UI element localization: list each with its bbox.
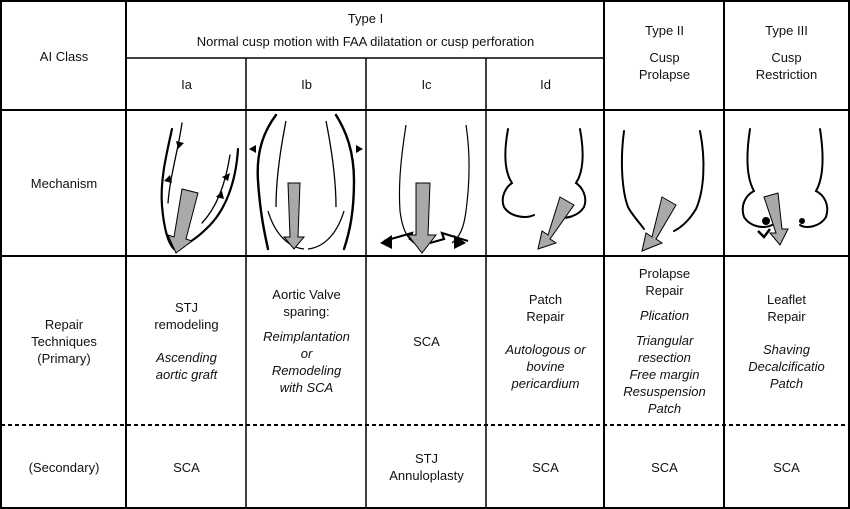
mechanism-t2-diagram (620, 130, 705, 252)
mechanism-t3-diagram (741, 128, 829, 246)
type3-header: Type III Cusp Restriction (725, 2, 848, 110)
mechanism-label: Mechanism (30, 176, 98, 191)
primary-ia-title-1: STJ (174, 300, 199, 315)
primary-t2-detail-1: Triangular (635, 333, 694, 348)
secondary-ia-cell: SCA (127, 426, 246, 508)
primary-ia-detail-1: Ascending (156, 350, 217, 365)
primary-t2-detail-2: resection (638, 350, 691, 365)
primary-ia-cell: STJ remodeling Ascending aortic graft (127, 257, 246, 425)
primary-ia-detail-2: aortic graft (155, 367, 218, 382)
primary-t2-detail-4: Resuspension (623, 384, 706, 399)
primary-ib-detail-1: Reimplantation (263, 329, 350, 344)
primary-t3-cell: Leaflet Repair Shaving Decalcificatio Pa… (725, 257, 848, 425)
secondary-ic-text-2: Annuloplasty (389, 468, 464, 483)
type2-cusp: Cusp (649, 50, 680, 65)
repair-label-3: (Primary) (37, 350, 91, 366)
primary-id-detail-3: pericardium (511, 375, 580, 391)
primary-ib-detail-2: or (300, 346, 313, 361)
subclass-ib-label: Ib (301, 77, 312, 92)
type2-header: Type II Cusp Prolapse (605, 2, 724, 110)
primary-id-detail-1: Autologous or (505, 341, 586, 357)
primary-ib-title-1: Aortic Valve (272, 287, 341, 302)
primary-t3-title-1: Leaflet (766, 291, 807, 307)
primary-ib-cell: Aortic Valve sparing: Reimplantation or … (247, 257, 366, 425)
mechanism-id-diagram (501, 128, 587, 250)
ai-class-label: AI Class (39, 48, 89, 64)
primary-ib-detail-3: Remodeling (271, 363, 342, 378)
secondary-t2-cell: SCA (605, 426, 724, 508)
type2-label: Type II (644, 23, 685, 38)
repair-label-2: Techniques (31, 333, 97, 349)
repair-label-1: Repair (44, 316, 84, 332)
mechanism-ic-diagram (380, 124, 470, 254)
primary-t3-detail-1: Shaving (763, 341, 810, 357)
secondary-t3-text: SCA (773, 459, 800, 475)
primary-id-title-1: Patch (528, 291, 563, 307)
primary-id-detail-2: bovine (526, 358, 565, 374)
secondary-ib-cell (247, 426, 366, 508)
secondary-row-label: (Secondary) (2, 426, 126, 508)
secondary-t2-text: SCA (651, 459, 678, 475)
secondary-ic-text-1: STJ (414, 451, 439, 466)
primary-t3-detail-3: Patch (769, 375, 804, 391)
primary-ic-title: SCA (413, 333, 440, 349)
primary-t2-plication: Plication (639, 308, 690, 323)
primary-ic-cell: SCA (367, 257, 486, 425)
primary-t2-title-1: Prolapse (638, 266, 691, 281)
primary-ib-title-2: sparing: (283, 304, 330, 319)
primary-ia-title-2: remodeling (154, 317, 219, 332)
subclass-id-header: Id (487, 59, 604, 110)
type1-header: Type I Normal cusp motion with FAA dilat… (127, 2, 604, 58)
subclass-id-label: Id (540, 77, 551, 92)
mechanism-ia-diagram (160, 122, 240, 254)
secondary-t3-cell: SCA (725, 426, 848, 508)
mechanism-row-label: Mechanism (2, 111, 126, 256)
secondary-ic-cell: STJ Annuloplasty (367, 426, 486, 508)
secondary-id-text: SCA (532, 459, 559, 475)
primary-t2-title-2: Repair (645, 283, 684, 298)
type3-restriction: Restriction (755, 67, 818, 82)
ai-class-header: AI Class (2, 2, 126, 110)
type1-label: Type I (347, 11, 384, 26)
primary-t3-detail-2: Decalcificatio (748, 358, 825, 374)
type2-prolapse: Prolapse (638, 67, 691, 82)
type3-label: Type III (765, 23, 808, 38)
subclass-ia-header: Ia (127, 59, 246, 110)
subclass-ic-label: Ic (421, 77, 432, 92)
primary-t2-detail-3: Free margin (629, 367, 700, 382)
primary-ib-detail-4: with SCA (279, 380, 334, 395)
secondary-id-cell: SCA (487, 426, 604, 508)
primary-t2-cell: Prolapse Repair Plication Triangular res… (605, 257, 724, 425)
type1-description: Normal cusp motion with FAA dilatation o… (196, 34, 535, 49)
primary-id-cell: Patch Repair Autologous or bovine perica… (487, 257, 604, 425)
subclass-ib-header: Ib (247, 59, 366, 110)
primary-t2-detail-5: Patch (647, 401, 682, 416)
primary-id-title-2: Repair (526, 308, 565, 324)
repair-row-label: Repair Techniques (Primary) (2, 257, 126, 425)
subclass-ic-header: Ic (367, 59, 486, 110)
subclass-ia-label: Ia (181, 77, 192, 92)
type3-cusp: Cusp (771, 50, 802, 65)
secondary-label: (Secondary) (28, 459, 100, 475)
secondary-ia-text: SCA (173, 459, 200, 475)
primary-t3-title-2: Repair (767, 308, 806, 324)
mechanism-ib-diagram (249, 113, 363, 251)
